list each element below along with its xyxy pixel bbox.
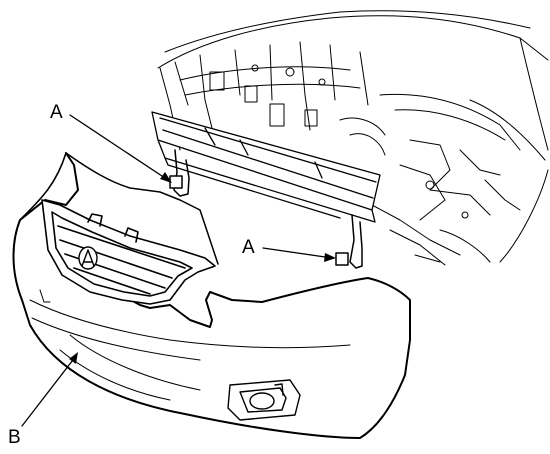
retainer-bracket-right <box>335 214 363 269</box>
acura-emblem-icon <box>78 246 98 270</box>
callout-label-a-lower: A <box>242 237 255 258</box>
leader-lines <box>21 114 336 427</box>
callout-label-b: B <box>8 427 21 448</box>
retainer-bracket-left <box>169 149 190 197</box>
front-bumper-cover <box>12 152 411 439</box>
bumper-lower-details <box>29 289 351 401</box>
vehicle-front-body <box>157 10 549 266</box>
callout-label-a-upper: A <box>50 102 63 123</box>
bumper-reinforcement-beam <box>151 111 381 223</box>
fog-light-housing <box>227 379 301 421</box>
